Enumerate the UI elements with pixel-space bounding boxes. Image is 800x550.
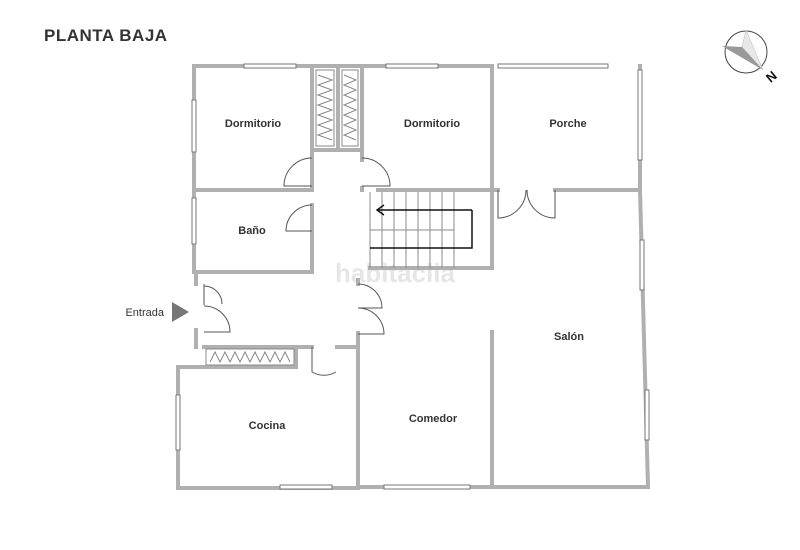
room-label-salon: Salón bbox=[554, 331, 584, 343]
room-label-porche: Porche bbox=[549, 118, 586, 130]
plan-title: PLANTA BAJA bbox=[44, 26, 168, 45]
compass-north-label: N bbox=[763, 68, 780, 86]
stairs-arrow-icon bbox=[370, 204, 473, 249]
compass-icon: N bbox=[722, 29, 780, 86]
entrance-arrow-icon bbox=[172, 302, 189, 322]
watermark: habitaclia bbox=[335, 258, 455, 288]
room-label-bano: Baño bbox=[238, 225, 266, 237]
room-label-cocina: Cocina bbox=[249, 420, 287, 432]
room-label-comedor: Comedor bbox=[409, 413, 458, 425]
windows bbox=[175, 63, 650, 490]
stairs bbox=[369, 192, 473, 268]
room-label-dormitorio-2: Dormitorio bbox=[404, 118, 461, 130]
closet-hangers bbox=[209, 69, 359, 364]
room-label-dormitorio-1: Dormitorio bbox=[225, 118, 282, 130]
doors bbox=[203, 157, 556, 376]
entrance-label: Entrada bbox=[125, 307, 164, 319]
